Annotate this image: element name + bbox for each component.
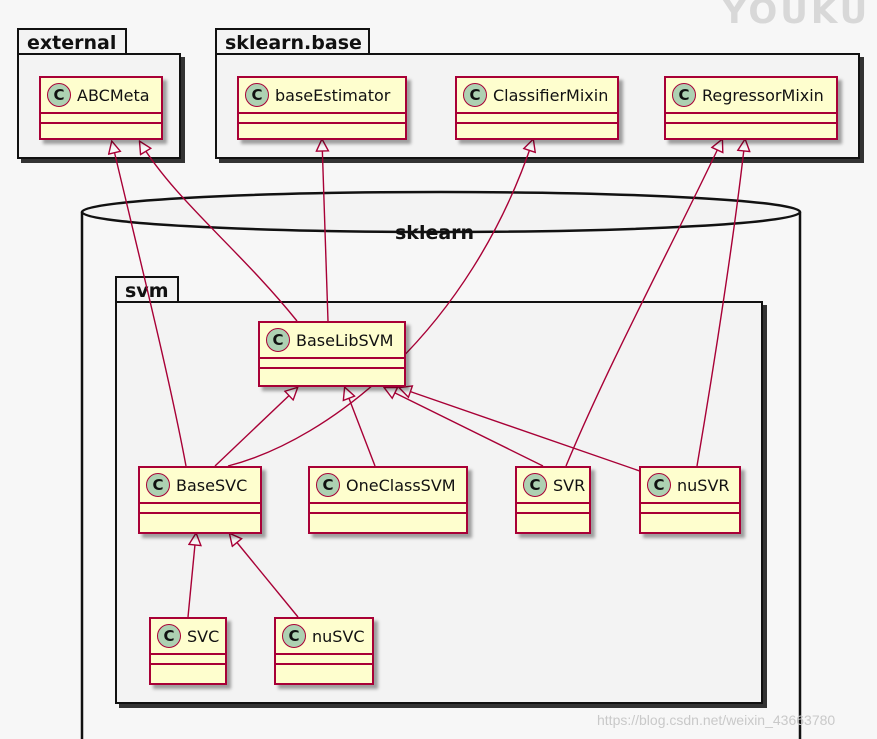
edge-svr-baselibsvm [385,388,544,467]
edge-svc-basesvc [187,534,196,618]
class-c-icon: C [523,473,547,497]
class-name: ABCMeta [77,85,150,105]
class-c-icon: C [672,83,696,107]
class-c-icon: C [463,83,487,107]
class-basesvc[interactable]: C BaseSVC [138,466,262,534]
class-abcmeta[interactable]: C ABCMeta [39,76,163,140]
edge-oneclasssvm-baselibsvm [345,388,376,467]
class-name: SVR [553,475,586,495]
watermark-bottom: https://blog.csdn.net/weixin_43663780 [597,712,836,728]
class-svr[interactable]: C SVR [515,466,591,534]
edge-svr-regressormixin [565,140,722,467]
class-c-icon: C [316,473,340,497]
class-name: OneClassSVM [346,475,456,495]
class-regressormixin[interactable]: C RegressorMixin [664,76,838,140]
class-c-icon: C [266,328,290,352]
class-name: baseEstimator [275,85,391,105]
edge-nusvr-regressormixin [696,140,745,467]
class-name: ClassifierMixin [493,85,609,105]
edge-nusvr-baselibsvm [400,388,661,479]
edge-nusvc-basesvc [230,534,299,618]
class-c-icon: C [647,473,671,497]
edge-baselibsvm-baseestimator [322,140,328,322]
class-c-icon: C [157,624,181,648]
edge-baselibsvm-abcmeta [140,142,298,322]
class-name: nuSVR [677,475,730,495]
class-name: SVC [187,626,220,646]
class-svc[interactable]: C SVC [149,617,227,685]
package-sklearn-label: sklearn [395,222,475,244]
class-name: RegressorMixin [702,85,824,105]
package-sklearn-base-tab: sklearn.base [215,28,370,56]
class-name: nuSVC [312,626,365,646]
class-name: BaseSVC [176,475,248,495]
class-c-icon: C [146,473,170,497]
edge-basesvc-classifiermixin [227,140,533,467]
class-oneclasssvm[interactable]: C OneClassSVM [308,466,468,534]
watermark-top: YOUKU [722,0,871,32]
class-c-icon: C [282,624,306,648]
edge-basesvc-baselibsvm [214,388,297,467]
class-baselibsvm[interactable]: C BaseLibSVM [258,321,406,387]
class-c-icon: C [47,83,71,107]
class-c-icon: C [245,83,269,107]
class-classifiermixin[interactable]: C ClassifierMixin [455,76,619,140]
edge-basesvc-abcmeta [112,142,187,467]
package-external-tab: external [17,28,127,56]
class-name: BaseLibSVM [296,330,394,350]
